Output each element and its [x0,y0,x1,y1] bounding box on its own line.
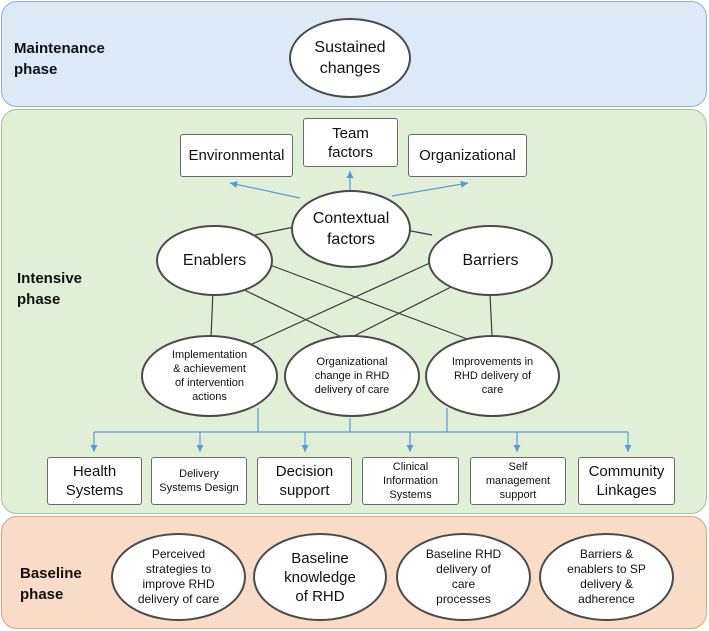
improvements-node: Improvements in RHD delivery of care [425,335,560,417]
health-systems-box: Health Systems [47,457,142,505]
intensive-phase-panel [1,109,707,514]
clinical-information-systems-box: Clinical Information Systems [362,457,459,505]
decision-support-box: Decision support [257,457,352,505]
maintenance-phase-label: Maintenance phase [14,40,105,78]
intensive-phase-label: Intensive phase [17,270,83,308]
enablers-node: Enablers [156,225,273,296]
self-management-support-box: Self management support [470,457,566,505]
delivery-systems-design-box: Delivery Systems Design [151,457,247,505]
barriers-node: Barriers [428,225,553,296]
baseline-knowledge-node: Baseline knowledge of RHD [253,533,387,621]
implementation-node: Implementation & achievement of interven… [141,335,278,417]
community-linkages-box: Community Linkages [578,457,675,505]
barriers-enablers-sp-node: Barriers & enablers to SP delivery & adh… [539,533,674,621]
environmental-box: Environmental [180,134,293,177]
organizational-box: Organizational [408,134,527,177]
baseline-processes-node: Baseline RHD delivery of care processes [396,533,531,621]
team-factors-box: Team factors [303,118,398,167]
contextual-factors-node: Contextual factors [291,190,411,268]
sustained-changes-node: Sustained changes [289,18,411,98]
organizational-change-node: Organizational change in RHD delivery of… [284,335,420,417]
baseline-phase-label: Baseline phase [20,565,82,603]
perceived-strategies-node: Perceived strategies to improve RHD deli… [111,533,246,621]
